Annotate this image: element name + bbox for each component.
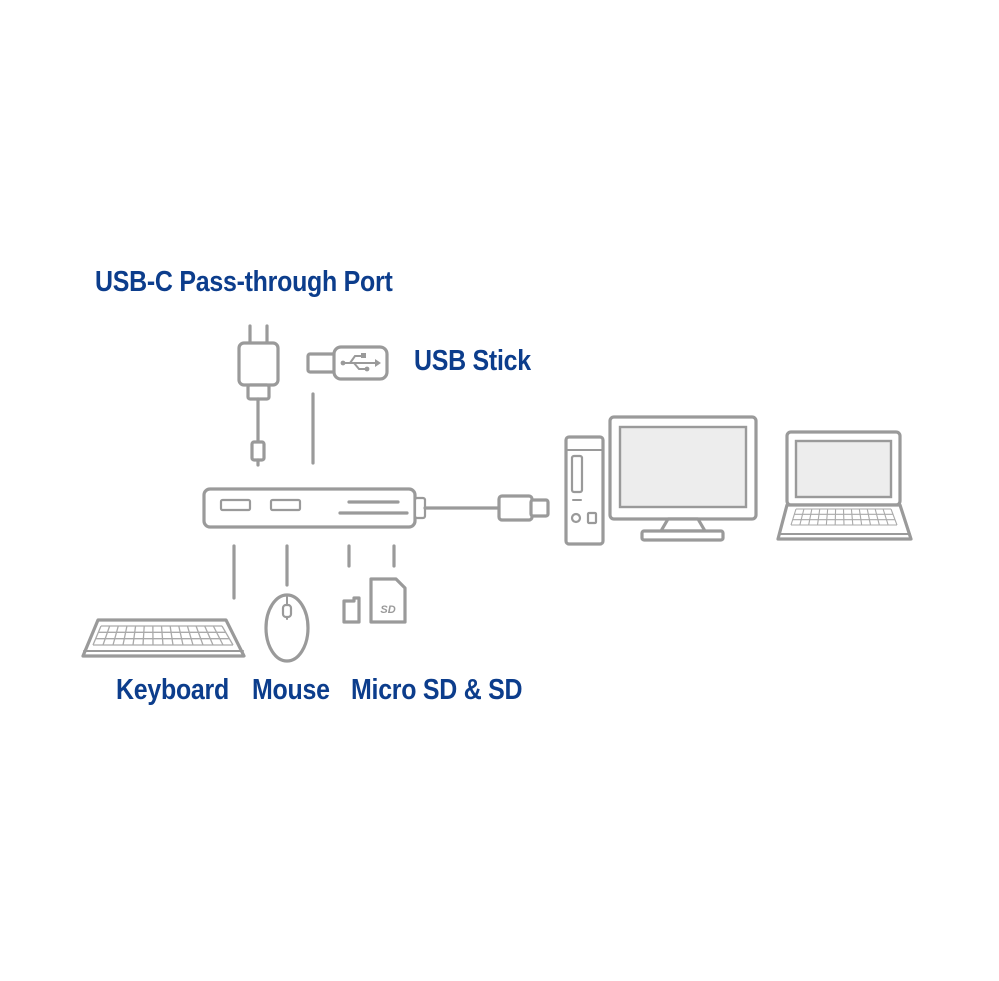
mouse-icon [264, 593, 310, 663]
usb-stick-icon [306, 345, 389, 381]
usb-trident-icon [340, 353, 381, 372]
label-mouse: Mouse [252, 674, 330, 706]
label-usb-stick: USB Stick [414, 345, 531, 377]
label-usb-c-pass-through-port: USB-C Pass-through Port [95, 266, 393, 298]
sd-card-label: SD [380, 604, 395, 616]
usb-c-cable [423, 494, 550, 522]
keyboard-icon [81, 618, 246, 658]
usb-hub [202, 487, 427, 529]
usb-a-port-1 [219, 498, 252, 512]
desktop-tower-icon [564, 435, 605, 546]
sd-card-icon: SD [369, 577, 407, 624]
laptop-icon [776, 430, 913, 541]
usb-a-port-2 [269, 498, 302, 512]
label-keyboard: Keyboard [116, 674, 229, 706]
charger-icon [237, 324, 280, 467]
micro-sd-card-icon [342, 596, 361, 624]
label-micro-sd-and-sd: Micro SD & SD [351, 674, 523, 706]
monitor-icon [608, 415, 758, 542]
